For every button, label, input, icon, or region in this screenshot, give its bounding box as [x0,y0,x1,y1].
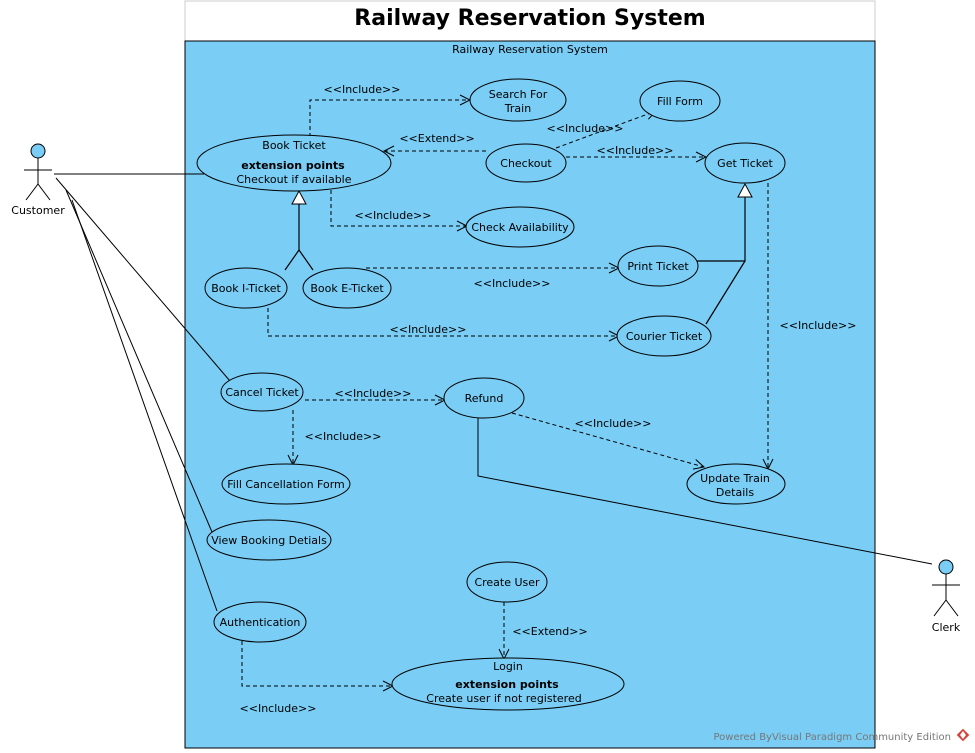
label-include-print: <<Include>> [474,277,551,290]
actor-customer[interactable]: Customer [11,143,65,217]
use-case-login[interactable]: Login extension points Create user if no… [391,657,625,711]
assoc-customer-authentication [71,199,218,612]
include-refund-update [511,412,704,467]
gen-courier-ticket [705,260,746,325]
dependencies [241,100,768,686]
fill-cancellation-label: Fill Cancellation Form [227,478,345,491]
authentication-label: Authentication [220,616,301,629]
login-ext-header: extension points [455,678,559,691]
label-include-refund: <<Include>> [335,387,412,400]
book-ticket-ext-point: Checkout if available [236,173,351,186]
book-ticket-name: Book Ticket [262,139,326,152]
generalizations [284,182,753,325]
use-case-fill-form[interactable]: Fill Form [639,80,721,122]
label-extend-checkout: <<Extend>> [399,132,474,145]
diagram-title: Railway Reservation System [354,6,705,31]
associations [54,173,933,612]
search-train-line2: Train [504,102,531,115]
update-train-line1: Update Train [700,472,770,485]
relation-labels: <<Include>> <<Extend>> <<Include>> <<Inc… [240,83,857,715]
fill-form-label: Fill Form [657,95,703,108]
system-label: Railway Reservation System [452,43,608,56]
customer-head [30,143,46,159]
use-case-view-booking-details[interactable]: View Booking Detials [206,519,332,561]
check-availability-label: Check Availability [471,221,569,234]
footer-credit: Powered ByVisual Paradigm Community Edit… [714,732,952,743]
label-include-check: <<Include>> [355,209,432,222]
label-include-update-right: <<Include>> [780,319,857,332]
actor-clerk-label: Clerk [932,621,961,634]
use-case-print-ticket[interactable]: Print Ticket [617,245,699,287]
assoc-customer-cancel-ticket [55,177,231,382]
refund-label: Refund [465,392,504,405]
include-book-search [309,100,470,137]
update-train-line2: Details [716,486,754,499]
book-i-ticket-label: Book I-Ticket [211,282,281,295]
get-ticket-label: Get Ticket [717,157,773,170]
book-e-ticket-label: Book E-Ticket [310,282,384,295]
use-case-checkout[interactable]: Checkout [485,143,567,183]
use-case-courier-ticket[interactable]: Courier Ticket [616,315,712,357]
label-include-search: <<Include>> [324,83,401,96]
label-extend-login: <<Extend>> [512,625,587,638]
use-case-search-train[interactable]: Search For Train [469,78,567,122]
book-ticket-ext-header: extension points [241,159,345,172]
actor-customer-label: Customer [11,204,65,217]
include-ibook-courier [267,308,619,336]
gen-book-e-ticket [298,249,314,271]
label-include-getticket: <<Include>> [597,144,674,157]
courier-ticket-label: Courier Ticket [626,330,703,343]
label-include-fillcancel: <<Include>> [305,430,382,443]
label-include-login: <<Include>> [240,702,317,715]
label-include-fillform: <<Include>> [547,122,624,135]
login-name: Login [493,660,523,673]
include-book-check [330,190,467,226]
include-checkout-fillform [555,111,656,149]
use-case-update-train-details[interactable]: Update Train Details [686,463,786,505]
use-case-check-availability[interactable]: Check Availability [465,206,575,248]
actor-clerk[interactable]: Clerk [932,559,961,634]
use-case-book-i-ticket[interactable]: Book I-Ticket [204,267,288,309]
use-case-fill-cancellation-form[interactable]: Fill Cancellation Form [221,463,351,505]
view-booking-label: View Booking Detials [211,534,327,547]
title-frame [184,0,876,42]
create-user-label: Create User [474,576,540,589]
use-case-book-ticket[interactable]: Book Ticket extension points Checkout if… [196,134,392,192]
search-train-line1: Search For [489,88,548,101]
print-ticket-label: Print Ticket [627,260,689,273]
checkout-label: Checkout [500,157,552,170]
label-include-courier: <<Include>> [390,323,467,336]
use-case-refund[interactable]: Refund [443,377,525,419]
assoc-clerk-refund [477,418,933,565]
visual-paradigm-logo-icon [955,727,971,743]
clerk-head [938,559,954,575]
include-auth-login [241,641,393,686]
label-include-refund-update: <<Include>> [575,417,652,430]
use-case-get-ticket[interactable]: Get Ticket [704,142,786,184]
use-case-create-user[interactable]: Create User [466,561,548,603]
use-case-cancel-ticket[interactable]: Cancel Ticket [220,372,304,412]
use-case-book-e-ticket[interactable]: Book E-Ticket [302,267,392,309]
login-ext-point: Create user if not registered [426,692,581,705]
cancel-ticket-label: Cancel Ticket [225,386,299,399]
assoc-customer-view-booking [65,189,213,533]
use-case-authentication[interactable]: Authentication [213,601,307,643]
